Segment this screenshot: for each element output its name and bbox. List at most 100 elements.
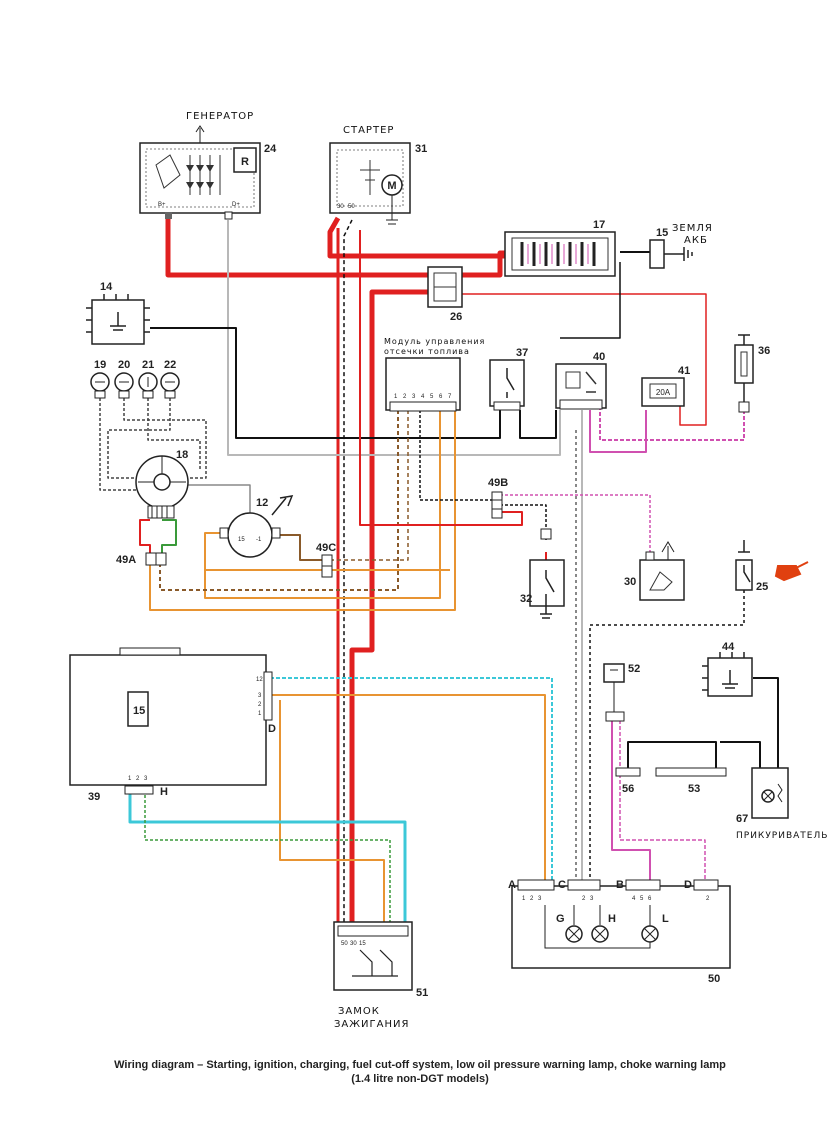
connector-49b[interactable] (491, 491, 503, 519)
component-number-30: 30 (624, 576, 636, 588)
wire-green-dash-panel (144, 790, 391, 932)
component-30[interactable] (639, 541, 685, 601)
alternator-bplus-label: B+ (158, 202, 166, 208)
switch-32[interactable] (529, 528, 565, 619)
alternator-24[interactable]: R B+ D+ (139, 125, 261, 220)
module-pin-7: 7 (448, 394, 452, 400)
cluster-connector-b: B (616, 879, 624, 891)
module-pin-1: 1 (394, 394, 398, 400)
component-number-37: 37 (516, 347, 528, 359)
cluster-connector-a: A (508, 879, 516, 891)
component-number-18: 18 (176, 449, 188, 461)
wire-cyan-dash-panel (270, 677, 553, 885)
component-18[interactable] (135, 455, 189, 519)
wire-brown-dash-module (330, 410, 409, 561)
cluster-connector-d: D (684, 879, 692, 891)
wire-red-49a (139, 519, 151, 553)
cluster-pin-a2: 2 (530, 896, 534, 902)
instrument-cluster-50[interactable]: A C B D 1 2 3 2 3 4 5 6 2 G H L (508, 879, 731, 969)
connector-49a[interactable] (145, 552, 167, 566)
component-number-19: 19 (94, 359, 106, 371)
component-number-40: 40 (593, 351, 605, 363)
wire-dash-lamp-22 (107, 398, 171, 479)
connector-26[interactable] (427, 266, 463, 308)
component-number-52: 52 (628, 663, 640, 675)
lamp-h-icon (591, 925, 609, 943)
wire-orange-dist (204, 548, 450, 571)
component-number-44: 44 (722, 641, 735, 653)
wire-red-49b-32 (359, 230, 523, 526)
sender-52[interactable] (603, 663, 625, 722)
module-pin-4: 4 (421, 394, 425, 400)
component-number-17: 17 (593, 219, 605, 231)
starter-31[interactable]: M 30 50 (329, 142, 411, 225)
resistor-36[interactable] (734, 334, 754, 413)
fuel-cutoff-module[interactable]: 1 2 3 4 5 6 7 (385, 357, 461, 412)
ignition-lock-label-1: ЗАМОК (338, 1006, 380, 1017)
wire-pink-dash-cluster (619, 720, 706, 885)
diagram-caption-subtitle: (1.4 litre non-DGT models) (351, 1073, 489, 1085)
wire-black-14-ground (150, 327, 501, 439)
battery-17[interactable] (504, 231, 616, 277)
fuel-module-label-2: отсечки топлива (384, 347, 470, 356)
wire-dash-lamp-19 (99, 398, 140, 491)
oil-pressure-switch-25[interactable] (735, 540, 753, 591)
wire-pink-41 (589, 410, 647, 453)
distributor-pin-minus1: -1 (256, 537, 262, 543)
cluster-pin-b5: 5 (640, 896, 644, 902)
connector-14[interactable] (86, 294, 150, 345)
connector-56[interactable] (615, 767, 641, 777)
motor-symbol: M (387, 180, 396, 192)
connector-49c[interactable] (321, 554, 333, 578)
cluster-pin-c2: 2 (582, 896, 586, 902)
panel-pin-h3: 3 (144, 776, 148, 782)
component-number-39: 39 (88, 791, 100, 803)
switch-37[interactable] (489, 359, 525, 411)
connector-53[interactable] (655, 767, 727, 777)
component-number-49c: 49C (316, 542, 336, 554)
diagram-caption: Wiring diagram – Starting, ignition, cha… (114, 1059, 726, 1071)
wire-black-44 (753, 677, 779, 768)
module-pin-3: 3 (412, 394, 416, 400)
component-number-31: 31 (415, 143, 427, 155)
panel-pin-h2: 2 (136, 776, 140, 782)
wire-dash-black-25 (589, 590, 745, 885)
connector-44[interactable] (702, 652, 753, 697)
fusebox-panel-39[interactable]: 12 3 2 1 D 1 2 3 H (69, 647, 276, 798)
wire-cyan-panel-ign (128, 790, 407, 932)
cluster-pin-a3: 3 (538, 896, 542, 902)
starter-label: СТАРТЕР (343, 125, 394, 136)
panel-pin-d3: 3 (258, 693, 262, 699)
panel-pin-d2: 2 (258, 702, 262, 708)
module-pin-5: 5 (430, 394, 434, 400)
generator-label: ГЕНЕРАТОР (186, 111, 254, 122)
wire-dash-black-module-49b (419, 410, 492, 501)
starter-50-label: 50 (348, 204, 355, 210)
distributor-12[interactable]: 15 -1 (219, 495, 294, 558)
wire-green-49a (161, 519, 177, 553)
cluster-pin-c3: 3 (590, 896, 594, 902)
lamp-h-label: H (608, 913, 616, 925)
battery-ground-15 (649, 239, 693, 269)
wire-red-starter-feed (327, 216, 510, 259)
cigar-lighter-67[interactable] (751, 767, 789, 819)
component-number-15-panel: 15 (133, 705, 145, 717)
lamps-19-22 (90, 372, 180, 399)
component-number-50: 50 (708, 973, 720, 985)
wire-black-56-67 (627, 741, 761, 768)
ground-akb-label-1: ЗЕМЛЯ (672, 223, 713, 234)
wire-orange-module-left (204, 410, 441, 599)
component-number-67: 67 (736, 813, 748, 825)
cluster-pin-b4: 4 (632, 896, 636, 902)
wire-pink-dash-30 (500, 494, 651, 552)
cigar-lighter-label: ПРИКУРИВАТЕЛЬ (736, 831, 828, 841)
distributor-pin-15: 15 (238, 537, 245, 543)
ignition-switch-51[interactable]: 50 30 15 (333, 921, 413, 991)
panel-connector-d: D (268, 723, 276, 735)
ign-pin-50: 50 (341, 941, 348, 947)
component-number-25: 25 (756, 581, 768, 593)
relay-40[interactable] (555, 363, 607, 410)
wire-orange-ign (279, 700, 385, 932)
fuse-41[interactable]: 20A (641, 377, 685, 407)
